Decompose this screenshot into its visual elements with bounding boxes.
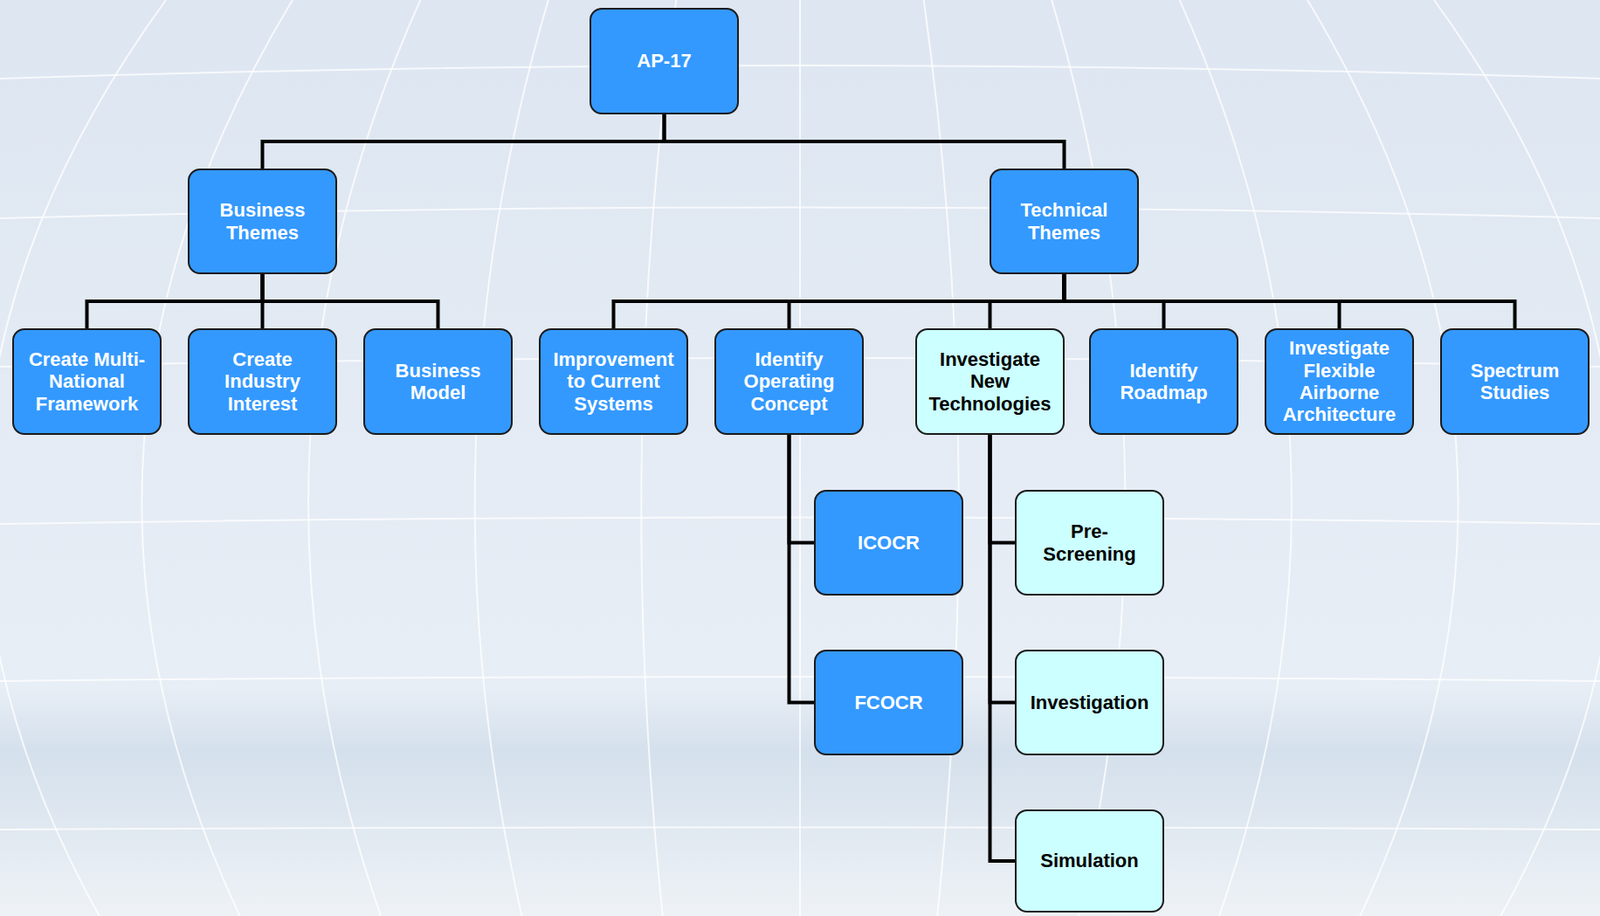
process-box: Create Industry Interest bbox=[187, 328, 338, 435]
connector-line bbox=[789, 434, 815, 704]
process-box: Identify Roadmap bbox=[1089, 328, 1239, 435]
process-box: Improvement to Current Systems bbox=[538, 328, 689, 435]
process-box: Business Themes bbox=[187, 168, 338, 275]
process-box: FCOCR bbox=[813, 649, 964, 756]
connector-line bbox=[664, 114, 1065, 169]
process-box: Investigate New Technologies bbox=[915, 328, 1065, 435]
box-label: AP-17 bbox=[636, 49, 691, 72]
box-label: Create Industry Interest bbox=[200, 348, 325, 415]
process-box: ICOCR bbox=[813, 489, 964, 596]
process-box: AP-17 bbox=[589, 7, 739, 115]
box-label: Identify Roadmap bbox=[1101, 359, 1227, 405]
box-label: Investigate New Technologies bbox=[927, 348, 1053, 415]
box-label: Business Themes bbox=[200, 199, 325, 244]
process-box: Spectrum Studies bbox=[1440, 328, 1590, 435]
box-label: Technical Themes bbox=[1001, 199, 1127, 244]
process-box: Simulation bbox=[1014, 809, 1165, 913]
connector-line bbox=[613, 274, 1065, 329]
box-label: ICOCR bbox=[857, 531, 920, 554]
box-label: Investigate Flexible Airborne Architectu… bbox=[1276, 337, 1402, 426]
process-box: Technical Themes bbox=[989, 168, 1139, 275]
process-box: Identify Operating Concept bbox=[714, 328, 864, 435]
process-box: Pre-Screening bbox=[1014, 489, 1165, 596]
connector-line bbox=[1064, 274, 1516, 329]
box-label: FCOCR bbox=[854, 691, 923, 714]
process-box: Create Multi-National Framework bbox=[12, 328, 162, 435]
box-label: Simulation bbox=[1040, 849, 1138, 872]
connector-line bbox=[87, 274, 263, 329]
connector-line bbox=[789, 274, 1065, 329]
box-label: Investigation bbox=[1030, 691, 1150, 714]
box-label: Pre-Screening bbox=[1027, 520, 1152, 566]
process-box: Investigation bbox=[1014, 649, 1165, 756]
box-label: Business Model bbox=[375, 359, 501, 405]
connector-line bbox=[262, 114, 665, 169]
connector-line bbox=[990, 434, 1016, 862]
box-label: Identify Operating Concept bbox=[726, 348, 852, 415]
process-box: Business Model bbox=[363, 328, 513, 435]
connector-line bbox=[789, 434, 815, 544]
connector-line bbox=[990, 274, 1065, 329]
box-label: Improvement to Current Systems bbox=[551, 348, 676, 415]
box-label: Spectrum Studies bbox=[1452, 359, 1578, 405]
process-box: Investigate Flexible Airborne Architectu… bbox=[1264, 328, 1414, 435]
connector-line bbox=[990, 434, 1016, 544]
box-label: Create Multi-National Framework bbox=[24, 348, 150, 415]
connector-line bbox=[990, 434, 1016, 704]
connector-line bbox=[262, 274, 439, 329]
